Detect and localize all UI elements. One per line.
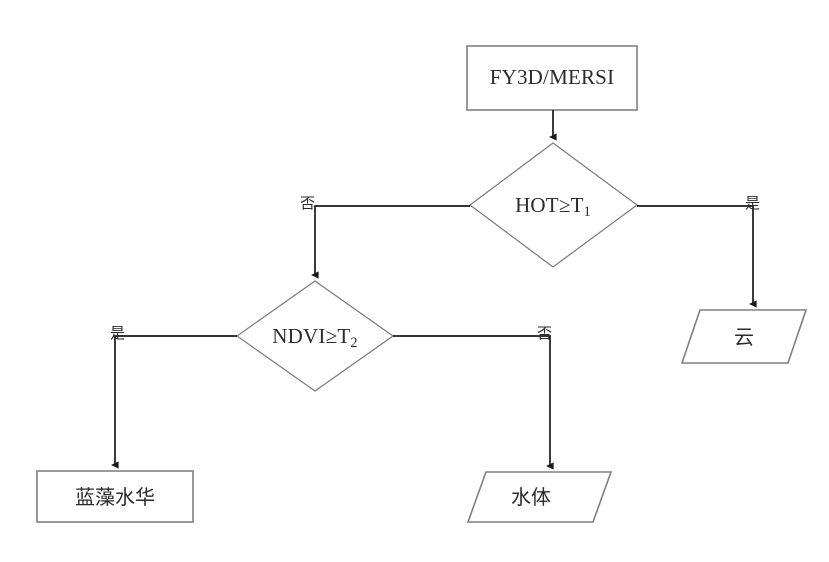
node-source-rect xyxy=(466,45,638,111)
edge-label-hot-no: 否 xyxy=(300,194,316,212)
edge-label-ndvi-no: 否 xyxy=(537,324,553,342)
node-bloom-rect xyxy=(36,470,194,523)
connector-ndvi-no-to-water xyxy=(393,335,554,470)
edge-label-ndvi-yes: 是 xyxy=(110,324,126,342)
connector-hot-yes-to-cloud xyxy=(637,205,757,308)
node-decision-ndvi-diamond xyxy=(235,280,395,392)
node-cloud-parallelogram xyxy=(680,309,808,364)
edge-label-hot-yes: 是 xyxy=(745,194,761,212)
connector-ndvi-yes-to-bloom xyxy=(110,335,237,469)
node-water-parallelogram xyxy=(466,471,613,523)
node-decision-hot-diamond xyxy=(468,142,639,268)
connector-hot-no-to-ndvi xyxy=(310,205,470,279)
